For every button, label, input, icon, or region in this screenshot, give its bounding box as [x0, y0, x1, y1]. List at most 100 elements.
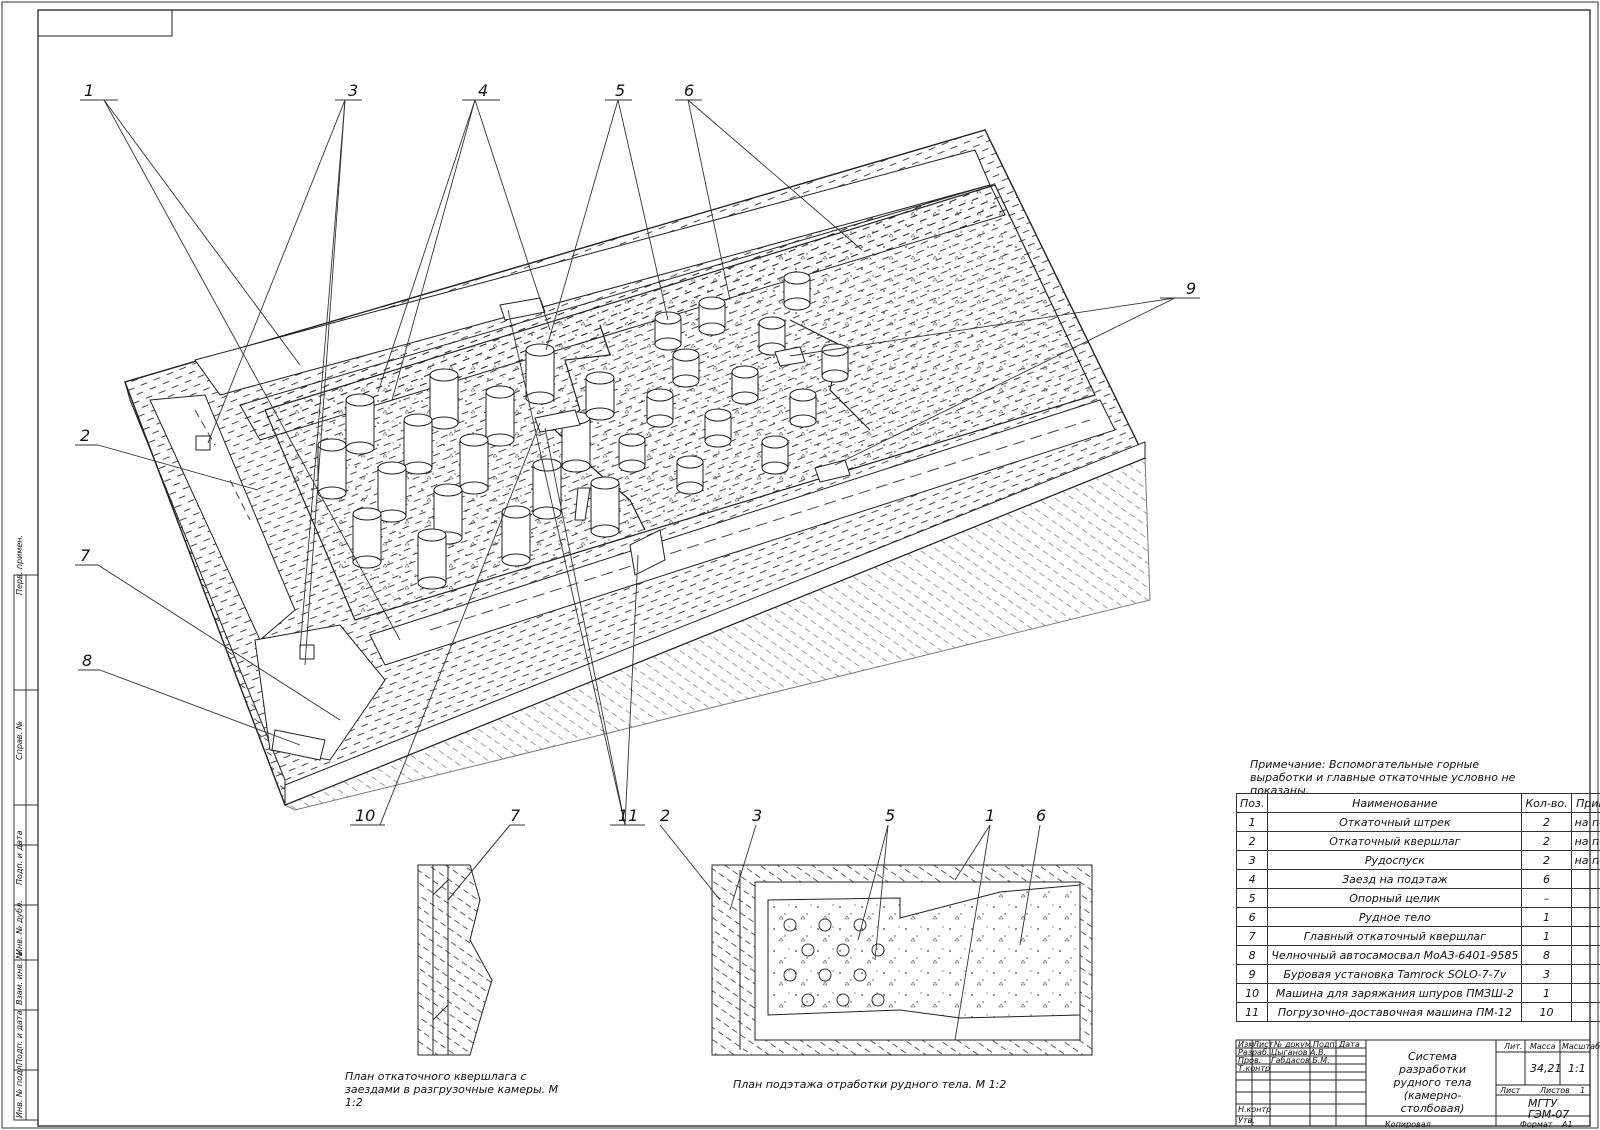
plan2-caption: План подэтажа отработки рудного тела. М … — [733, 1078, 1007, 1091]
col-qty: Кол-во. — [1521, 793, 1572, 813]
callout-1: 1 — [84, 81, 94, 100]
tb-scale-label: Масштаб — [1562, 1042, 1600, 1051]
specification-table: Поз. Наименование Кол-во. Примечание 1От… — [1235, 793, 1600, 1022]
row-name: Рудоспуск — [1267, 850, 1523, 870]
plan2-callout-6: 6 — [1036, 806, 1046, 825]
tb-scale: 1:1 — [1568, 1062, 1586, 1075]
tb-developer: Цыганов А.В. — [1271, 1048, 1327, 1057]
row-name: Машина для заряжания шпуров ПМЗШ-2 — [1267, 983, 1523, 1003]
tb-norm-label: Н.контр — [1238, 1105, 1272, 1114]
callout-10: 10 — [355, 806, 375, 825]
row-pos: 6 — [1235, 907, 1269, 927]
side-label-7: Инв. № подл. — [15, 1062, 24, 1118]
callout-9: 9 — [1186, 279, 1196, 298]
row-pos: 11 — [1235, 1002, 1269, 1022]
leader-lines — [75, 99, 1200, 826]
row-qty: 1 — [1521, 907, 1572, 927]
callout-7: 7 — [80, 546, 91, 565]
tb-mass: 34,21 — [1530, 1062, 1562, 1075]
tb-dev-label: Разраб. — [1238, 1048, 1270, 1057]
tb-rowlabel-list: Лист — [1253, 1040, 1274, 1049]
row-qty: 2 — [1521, 831, 1572, 851]
side-label-6: Подп. и дата — [15, 1010, 24, 1066]
table-header-row: Поз. Наименование Кол-во. Примечание — [1235, 793, 1600, 813]
row-qty: 1 — [1521, 926, 1572, 946]
row-qty: 3 — [1521, 964, 1572, 984]
row-name: Откаточный квершлаг — [1267, 831, 1523, 851]
callout-4: 4 — [478, 81, 488, 100]
row-pos: 8 — [1235, 945, 1269, 965]
drawing-note: Примечание: Вспомогательные горные выраб… — [1250, 758, 1516, 797]
row-qty: 2 — [1521, 812, 1572, 832]
side-label-4: Инв. № дубл. — [15, 900, 24, 955]
row-name: Погрузочно-доставочная машина ПМ-12 — [1267, 1002, 1523, 1022]
tb-sheet-label: Лист — [1500, 1086, 1521, 1095]
row-pos: 7 — [1235, 926, 1269, 946]
tb-checker: Габдасов Б.М. — [1271, 1056, 1330, 1065]
tb-rowlabel-doc: № докум. — [1274, 1040, 1314, 1049]
plan2-callout-2: 2 — [660, 806, 670, 825]
row-note: на подэтаже — [1570, 831, 1600, 851]
side-label-3: Подп. и дата — [15, 830, 24, 886]
row-qty: 2 — [1521, 850, 1572, 870]
col-note: Примечание — [1570, 793, 1600, 813]
row-pos: 9 — [1235, 964, 1269, 984]
row-qty: – — [1521, 888, 1572, 908]
tb-lit-label: Лит. — [1504, 1042, 1523, 1051]
tb-copied: Копировал — [1385, 1120, 1431, 1129]
plan1-callout-7: 7 — [510, 806, 521, 825]
plan1-caption: План откаточного квершлага с заездами в … — [345, 1070, 559, 1109]
row-qty: 8 — [1521, 945, 1572, 965]
row-note — [1570, 869, 1600, 889]
tb-title: Система разработки рудного тела (камерно… — [1393, 1050, 1472, 1115]
row-name: Буровая установка Tamrock SOLO-7-7v — [1267, 964, 1523, 984]
tb-format-label: Формат — [1520, 1120, 1553, 1129]
side-label-2: Справ. № — [15, 721, 24, 760]
row-note — [1570, 964, 1600, 984]
row-name: Челночный автосамосвал МоАЗ-6401-9585 — [1267, 945, 1523, 965]
plan2-callout-3: 3 — [752, 806, 762, 825]
side-strip — [13, 574, 39, 1121]
plan-crosscut: 7 — [417, 806, 525, 1056]
callout-2: 2 — [80, 426, 90, 445]
row-pos: 2 — [1235, 831, 1269, 851]
col-name: Наименование — [1267, 793, 1523, 813]
row-note: на подэтаже — [1570, 812, 1600, 832]
tb-code: ГЭМ-07 — [1528, 1108, 1570, 1121]
row-pos: 3 — [1235, 850, 1269, 870]
title-block-grid — [1235, 1039, 1591, 1127]
row-name: Главный откаточный квершлаг — [1267, 926, 1523, 946]
support-pillars — [317, 271, 849, 590]
callout-3: 3 — [348, 81, 358, 100]
side-label-1: Перв. примен. — [15, 534, 24, 595]
row-qty: 10 — [1521, 1002, 1572, 1022]
row-note — [1570, 945, 1600, 965]
tb-rowlabel-date: Дата — [1339, 1040, 1360, 1049]
row-qty: 1 — [1521, 983, 1572, 1003]
callout-8: 8 — [82, 651, 92, 670]
equipment — [271, 297, 851, 761]
tb-tech-label: Т.контр — [1238, 1064, 1271, 1073]
row-pos: 4 — [1235, 869, 1269, 889]
row-name: Заезд на подэтаж — [1267, 869, 1523, 889]
isometric-view — [124, 129, 1151, 811]
callout-11: 11 — [618, 806, 638, 825]
callout-5: 5 — [615, 81, 625, 100]
plan2-callout-5: 5 — [885, 806, 895, 825]
row-note — [1570, 1002, 1600, 1022]
inner-frame — [37, 9, 1591, 1127]
row-qty: 6 — [1521, 869, 1572, 889]
tb-check-label: Пров. — [1238, 1056, 1262, 1065]
